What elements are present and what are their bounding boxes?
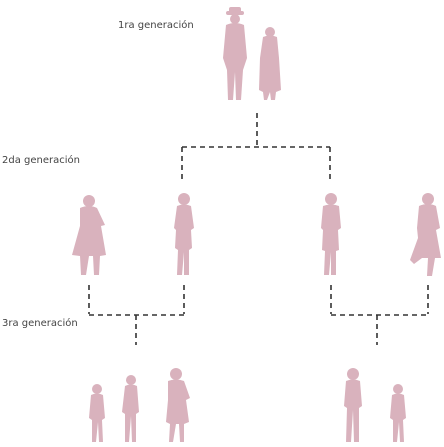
- generation-2-label: 2da generación: [2, 155, 80, 166]
- left-child-3-figure: [166, 368, 190, 442]
- man-right-figure: [321, 193, 341, 275]
- left-child-1-figure: [89, 384, 105, 442]
- man-left-figure: [174, 193, 194, 275]
- generation-3-label: 3ra generación: [2, 318, 78, 329]
- left-child-2-figure: [122, 375, 139, 442]
- grandmother-figure: [259, 27, 281, 100]
- woman-left-figure: [72, 195, 106, 275]
- right-child-2-figure: [390, 384, 406, 442]
- right-child-1-figure: [344, 368, 362, 442]
- grandfather-figure: [223, 7, 247, 100]
- woman-right-figure: [410, 193, 441, 276]
- generation-1-label: 1ra generación: [118, 20, 194, 31]
